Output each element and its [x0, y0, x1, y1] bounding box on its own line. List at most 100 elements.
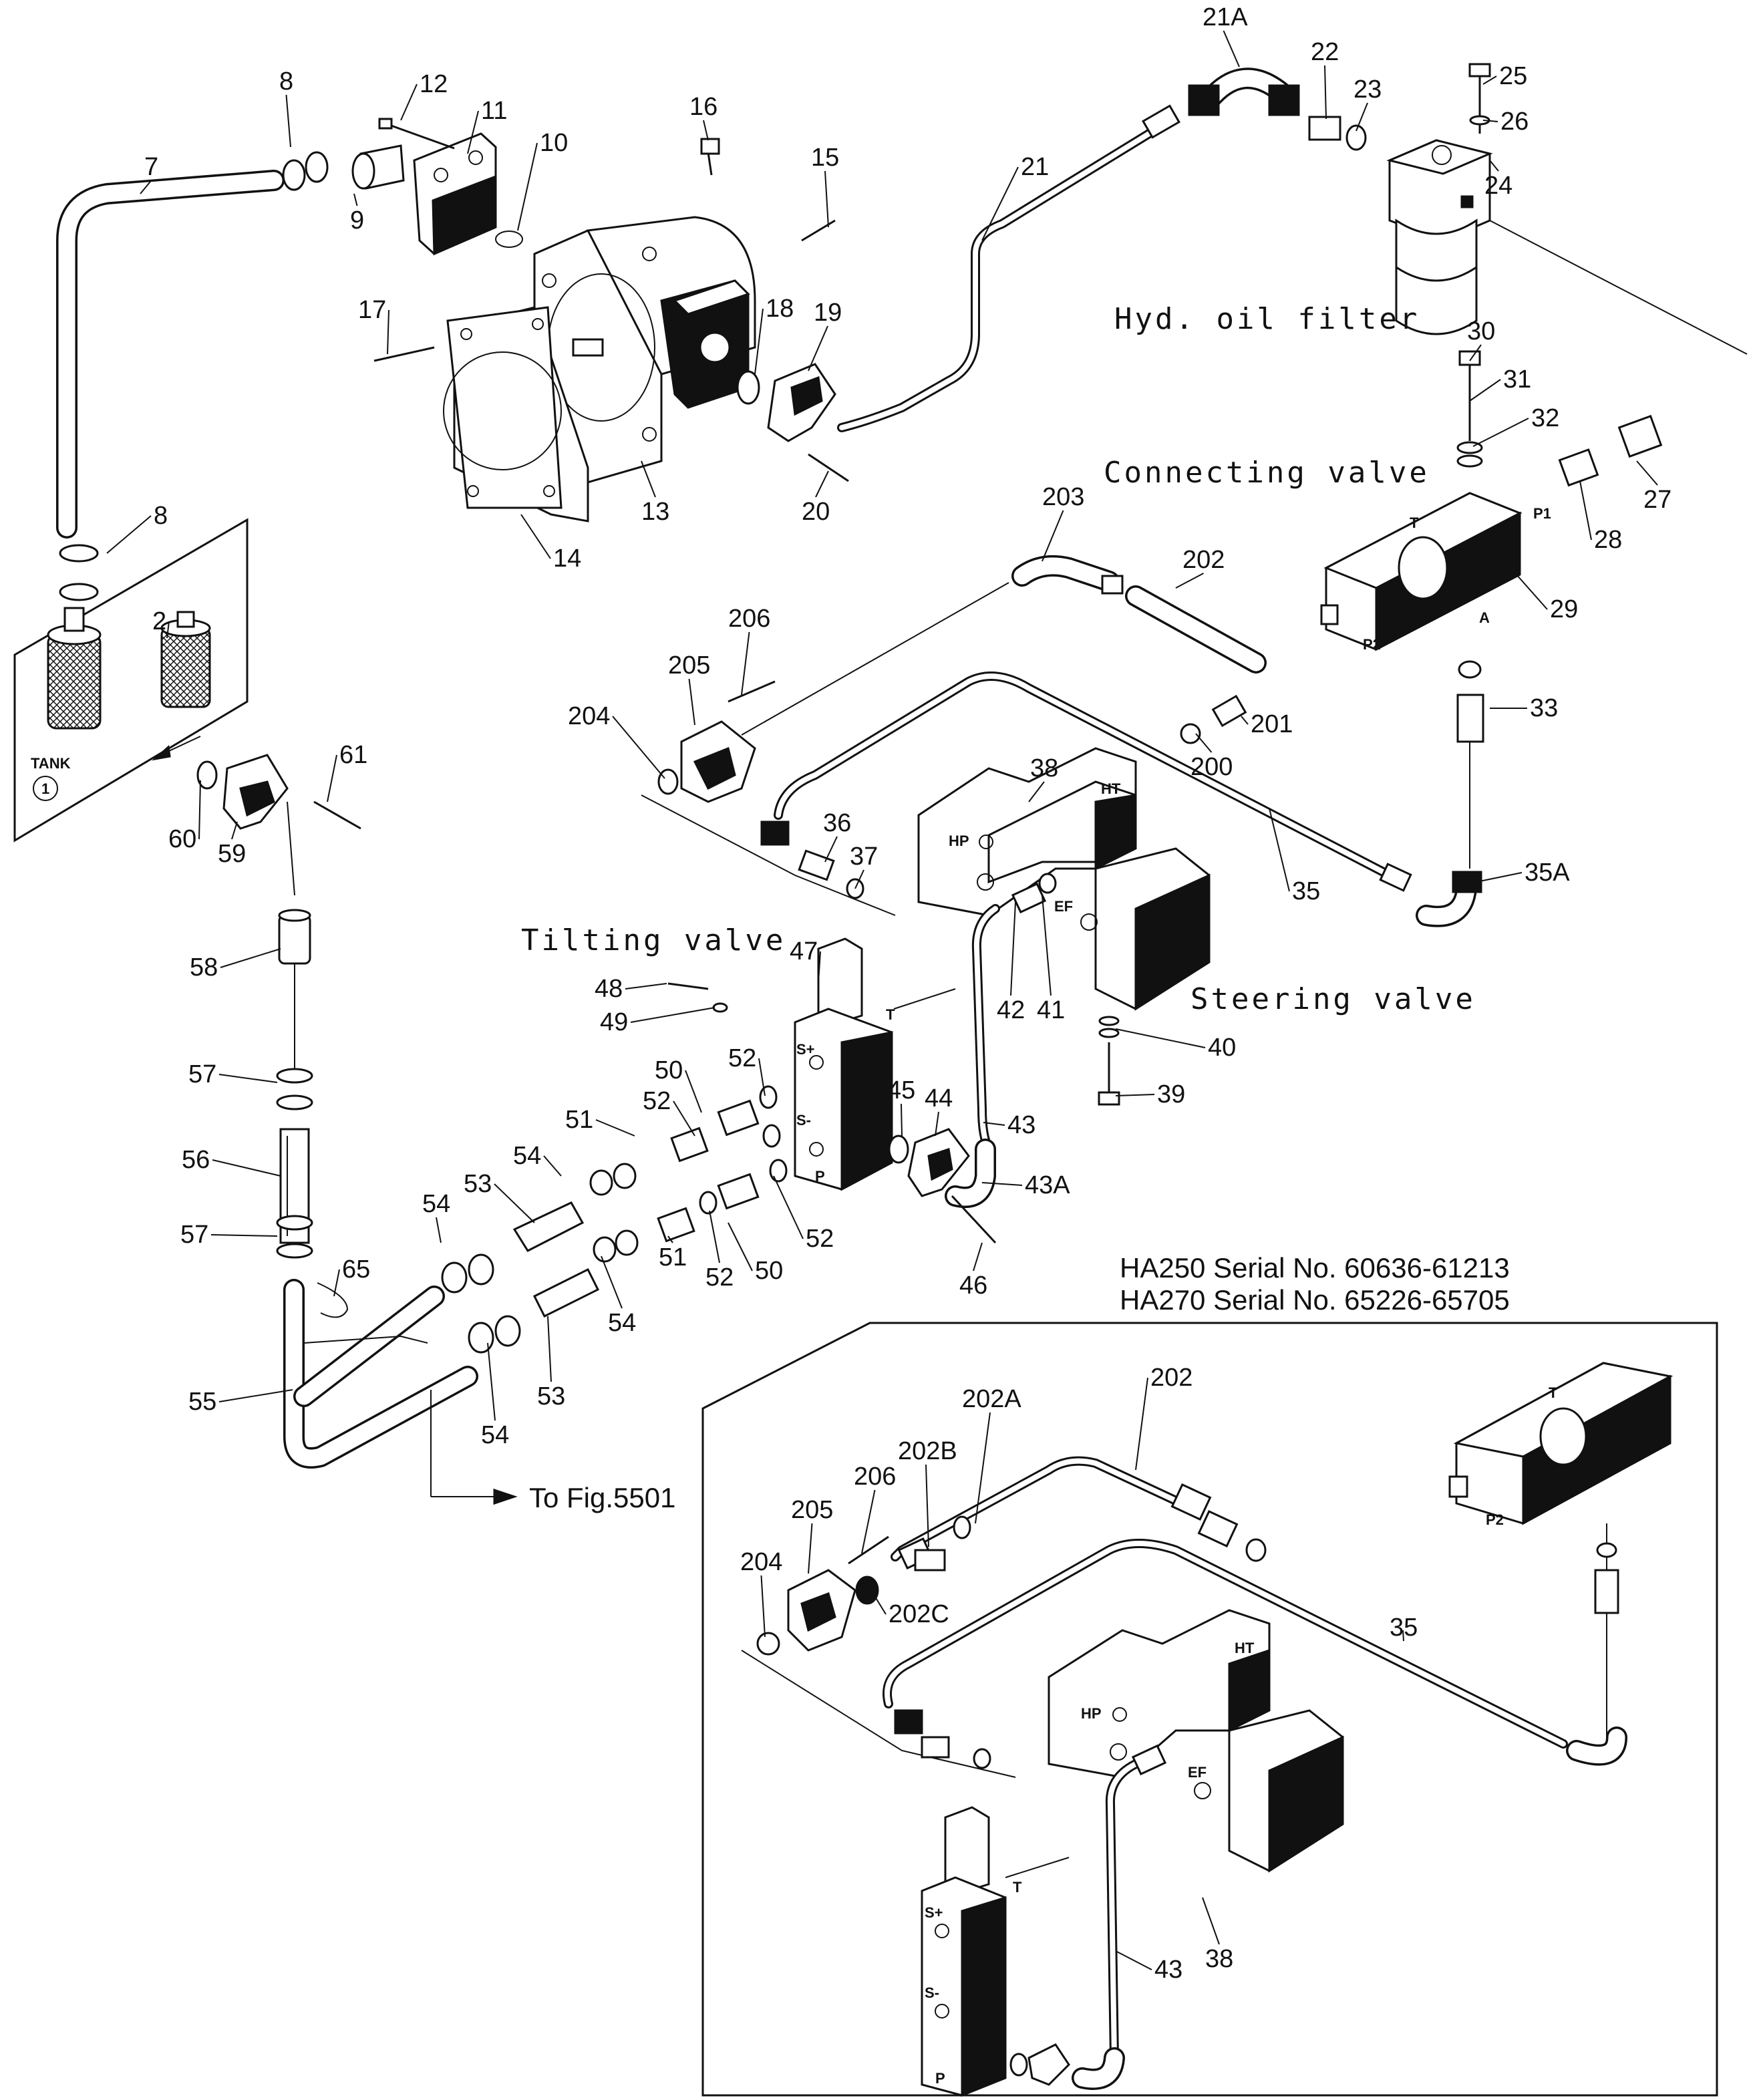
leader-line — [1042, 510, 1064, 562]
leader-line — [520, 514, 551, 559]
leader-line — [709, 1210, 720, 1263]
part-number-45: 45 — [887, 1076, 915, 1104]
leader-line — [1579, 480, 1592, 541]
part-number-8: 8 — [279, 67, 293, 96]
part-number-50: 50 — [755, 1257, 783, 1285]
tank-label: TANK — [31, 755, 71, 772]
port-S-minus: S- — [796, 1112, 811, 1129]
leader-line — [1115, 1028, 1206, 1048]
part-number-54: 54 — [608, 1309, 636, 1337]
port-P1: P1 — [1533, 505, 1551, 522]
part-number-30: 30 — [1467, 317, 1495, 345]
leader-line — [641, 460, 656, 498]
suction-hose — [56, 151, 329, 601]
pump-outlet-flange — [736, 363, 836, 442]
part-number-52: 52 — [728, 1044, 756, 1072]
part-number-42: 42 — [997, 996, 1025, 1024]
leader-line — [901, 1103, 903, 1137]
part-number-201: 201 — [1251, 710, 1293, 738]
to-fig-label: To Fig.5501 — [529, 1482, 675, 1513]
part-number-25: 25 — [1499, 62, 1527, 90]
leader-line — [854, 869, 864, 889]
part-number-55: 55 — [188, 1388, 216, 1416]
inset-port-S-minus: S- — [925, 1984, 939, 2001]
leader-line — [1269, 808, 1290, 892]
part-number-28: 28 — [1594, 526, 1622, 554]
leader-line — [741, 631, 750, 696]
inset-steering-valve: HT HP EF — [894, 1609, 1344, 1873]
leader-line — [815, 470, 829, 498]
return-pipe-assembly — [276, 909, 478, 1469]
part-number-41: 41 — [1037, 996, 1065, 1024]
part-number-204: 204 — [568, 702, 610, 730]
leader-line — [517, 142, 538, 231]
leader-line — [285, 94, 291, 148]
part-number-37: 37 — [850, 843, 878, 871]
part-number-51: 51 — [565, 1106, 593, 1134]
leader-line — [327, 754, 337, 802]
part-number-39: 39 — [1157, 1080, 1185, 1108]
pump-suction-flange — [351, 118, 523, 256]
part-number-14: 14 — [553, 545, 581, 573]
part-number-22: 22 — [1311, 38, 1339, 66]
part-number-46: 46 — [959, 1271, 987, 1300]
leader-line — [1115, 1950, 1152, 1970]
steering-return-line — [760, 671, 1482, 927]
leader-line — [773, 1175, 804, 1239]
part-number-60: 60 — [168, 825, 196, 853]
leader-line — [212, 1159, 281, 1177]
part-number-15: 15 — [811, 144, 839, 172]
part-number-202: 202 — [1150, 1364, 1192, 1392]
leader-line — [1324, 65, 1327, 120]
part-number-44: 44 — [925, 1084, 953, 1112]
inset-port-P: P — [935, 2070, 945, 2087]
part-number-38: 38 — [1030, 754, 1058, 782]
inset-port-EF: EF — [1188, 1764, 1207, 1781]
leader-line — [758, 1058, 766, 1096]
part-number-20: 20 — [802, 498, 830, 526]
leader-line — [231, 821, 238, 840]
leader-line — [1516, 574, 1548, 610]
part-number-205: 205 — [668, 651, 710, 680]
pump-stud — [373, 346, 435, 362]
leader-line — [728, 1222, 753, 1271]
leader-line — [1042, 895, 1052, 996]
part-number-202A: 202A — [962, 1385, 1021, 1413]
inset-port-HT: HT — [1235, 1640, 1255, 1656]
inset-port-S-plus: S+ — [925, 1904, 943, 1921]
part-number-49: 49 — [600, 1008, 628, 1036]
leader-line — [874, 1596, 887, 1615]
inset-port-T: T — [1549, 1384, 1558, 1401]
port-EF: EF — [1054, 898, 1073, 915]
leader-line — [983, 1122, 1005, 1126]
tilting-valve: S+ S- P T — [667, 937, 956, 1191]
part-number-206: 206 — [854, 1463, 896, 1491]
port-P2: P2 — [1363, 636, 1381, 653]
part-number-205: 205 — [791, 1496, 833, 1524]
leader-line — [1402, 1630, 1404, 1642]
leader-line — [981, 1182, 1023, 1186]
part-number-38: 38 — [1205, 1945, 1233, 1973]
leader-line — [436, 1217, 442, 1243]
tilting-inlet-flange — [888, 1128, 997, 1244]
part-number-43: 43 — [1154, 1956, 1182, 1984]
leader-line — [973, 1242, 983, 1271]
leader-line — [1241, 716, 1249, 725]
connecting-to-pump-line — [741, 555, 1267, 744]
leader-line — [703, 120, 709, 141]
leader-line — [601, 1255, 623, 1309]
part-number-35A: 35A — [1525, 859, 1570, 887]
part-number-52: 52 — [705, 1263, 734, 1292]
part-number-12: 12 — [420, 70, 448, 98]
part-number-54: 54 — [481, 1421, 509, 1449]
leader-line — [595, 1119, 635, 1137]
part-number-57: 57 — [180, 1221, 208, 1249]
leader-line — [808, 1523, 813, 1574]
part-number-32: 32 — [1531, 404, 1559, 432]
leader-line — [981, 166, 1019, 241]
part-number-11: 11 — [481, 97, 507, 125]
leader-line — [353, 193, 358, 206]
part-number-21A: 21A — [1203, 3, 1248, 31]
